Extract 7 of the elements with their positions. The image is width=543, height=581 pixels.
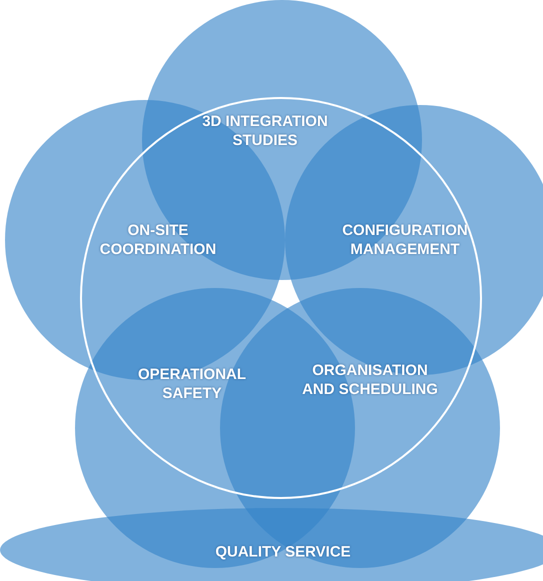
circle-label: 3D INTEGRATION STUDIES <box>201 112 329 150</box>
circle-label: OPERATIONAL SAFETY <box>136 365 248 403</box>
ellipse-band <box>0 508 543 581</box>
circle-label: CONFIGURATION MANAGEMENT <box>341 221 469 259</box>
circle-label: QUALITY SERVICE <box>214 542 352 562</box>
circle-label: ON-SITE COORDINATION <box>98 221 218 259</box>
circle-label: ORGANISATION AND SCHEDULING <box>301 361 439 399</box>
